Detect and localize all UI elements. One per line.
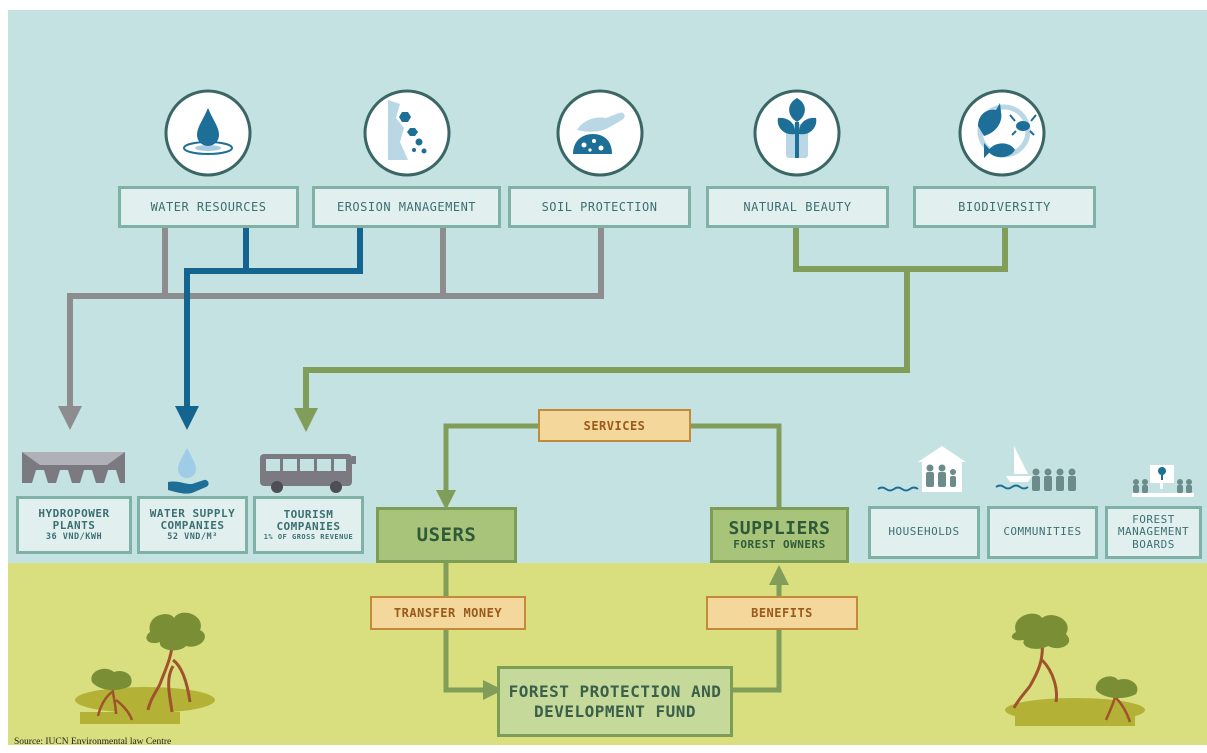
service-label: EROSION MANAGEMENT <box>336 200 477 214</box>
service-label: NATURAL BEAUTY <box>743 200 852 214</box>
fund-label-line: FOREST PROTECTION AND <box>508 681 722 701</box>
tourism-connector-green <box>294 226 1008 432</box>
beneficiary-name-line: TOURISM <box>283 507 334 521</box>
dam-icon <box>22 452 125 483</box>
service-box-water-resources: WATER RESOURCES <box>118 186 299 228</box>
beneficiary-name-line: COMPANIES <box>160 518 225 532</box>
supplier-label-line: MANAGEMENT <box>1117 525 1190 539</box>
beneficiary-name-line: PLANTS <box>52 518 96 532</box>
supplier-label-line: BOARDS <box>1132 537 1175 551</box>
benefits-label: BENEFITS <box>706 596 858 630</box>
service-label: WATER RESOURCES <box>150 200 267 214</box>
service-label: BIODIVERSITY <box>958 200 1051 214</box>
services-flow-text: SERVICES <box>583 418 646 433</box>
source-note: Source: IUCN Environmental law Centre <box>14 737 172 747</box>
service-box-biodiversity: BIODIVERSITY <box>913 186 1096 228</box>
community-boat-icon <box>995 446 1076 491</box>
suppliers-sublabel: FOREST OWNERS <box>733 537 826 551</box>
plant-icon <box>753 89 841 177</box>
service-box-soil-protection: SOIL PROTECTION <box>508 186 691 228</box>
supplier-label-line: FOREST <box>1132 513 1175 527</box>
mangrove-trees-right-icon <box>1005 613 1145 726</box>
service-label: SOIL PROTECTION <box>541 200 658 214</box>
benefits-text: BENEFITS <box>751 606 813 620</box>
beneficiary-rate: 52 VND/m³ <box>167 531 218 542</box>
beneficiary-box-water-supply: WATER SUPPLY COMPANIES 52 VND/m³ <box>137 496 248 554</box>
transfer-money-text: TRANSFER MONEY <box>393 606 503 620</box>
supplier-box-forest-management-boards: FOREST MANAGEMENT BOARDS <box>1105 506 1202 559</box>
animals-icon <box>958 89 1046 177</box>
users-box: USERS <box>376 507 517 563</box>
erosion-icon <box>363 89 451 177</box>
house-family-icon <box>877 446 966 492</box>
soil-hand-icon <box>556 89 644 177</box>
supplier-label: HOUSEHOLDS <box>888 525 960 539</box>
suppliers-box: SUPPLIERS FOREST OWNERS <box>710 507 849 563</box>
fund-label-line: DEVELOPMENT FUND <box>533 701 697 721</box>
water-connector-blue <box>175 226 363 430</box>
beneficiary-name-line: COMPANIES <box>276 519 341 533</box>
service-box-natural-beauty: NATURAL BEAUTY <box>706 186 889 228</box>
beneficiary-box-tourism: TOURISM COMPANIES 1% OF GROSS REVENUE <box>253 496 364 554</box>
bus-icon <box>260 454 356 493</box>
supplier-box-communities: COMMUNITIES <box>987 506 1098 559</box>
supplier-box-households: HOUSEHOLDS <box>868 506 980 559</box>
beneficiary-box-hydropower: HYDROPOWER PLANTS 36 VND/kwh <box>16 496 132 554</box>
beneficiary-name-line: HYDROPOWER <box>38 506 110 520</box>
service-box-erosion-management: EROSION MANAGEMENT <box>312 186 501 228</box>
service-connector-gray <box>58 226 604 430</box>
mangrove-trees-left-icon <box>75 612 215 724</box>
beneficiary-name-line: WATER SUPPLY <box>149 506 236 520</box>
board-meeting-icon <box>1132 465 1194 497</box>
forest-protection-fund-box: FOREST PROTECTION AND DEVELOPMENT FUND <box>497 666 733 737</box>
users-label: USERS <box>416 524 477 546</box>
beneficiary-rate: 1% OF GROSS REVENUE <box>263 532 354 541</box>
transfer-money-label: TRANSFER MONEY <box>370 596 526 630</box>
water-drop-icon <box>164 89 252 177</box>
suppliers-label: SUPPLIERS <box>728 518 831 540</box>
supplier-label: COMMUNITIES <box>1003 525 1082 539</box>
water-hand-icon <box>168 448 209 494</box>
beneficiary-rate: 36 VND/kwh <box>45 531 103 542</box>
services-flow-label: SERVICES <box>538 409 691 442</box>
